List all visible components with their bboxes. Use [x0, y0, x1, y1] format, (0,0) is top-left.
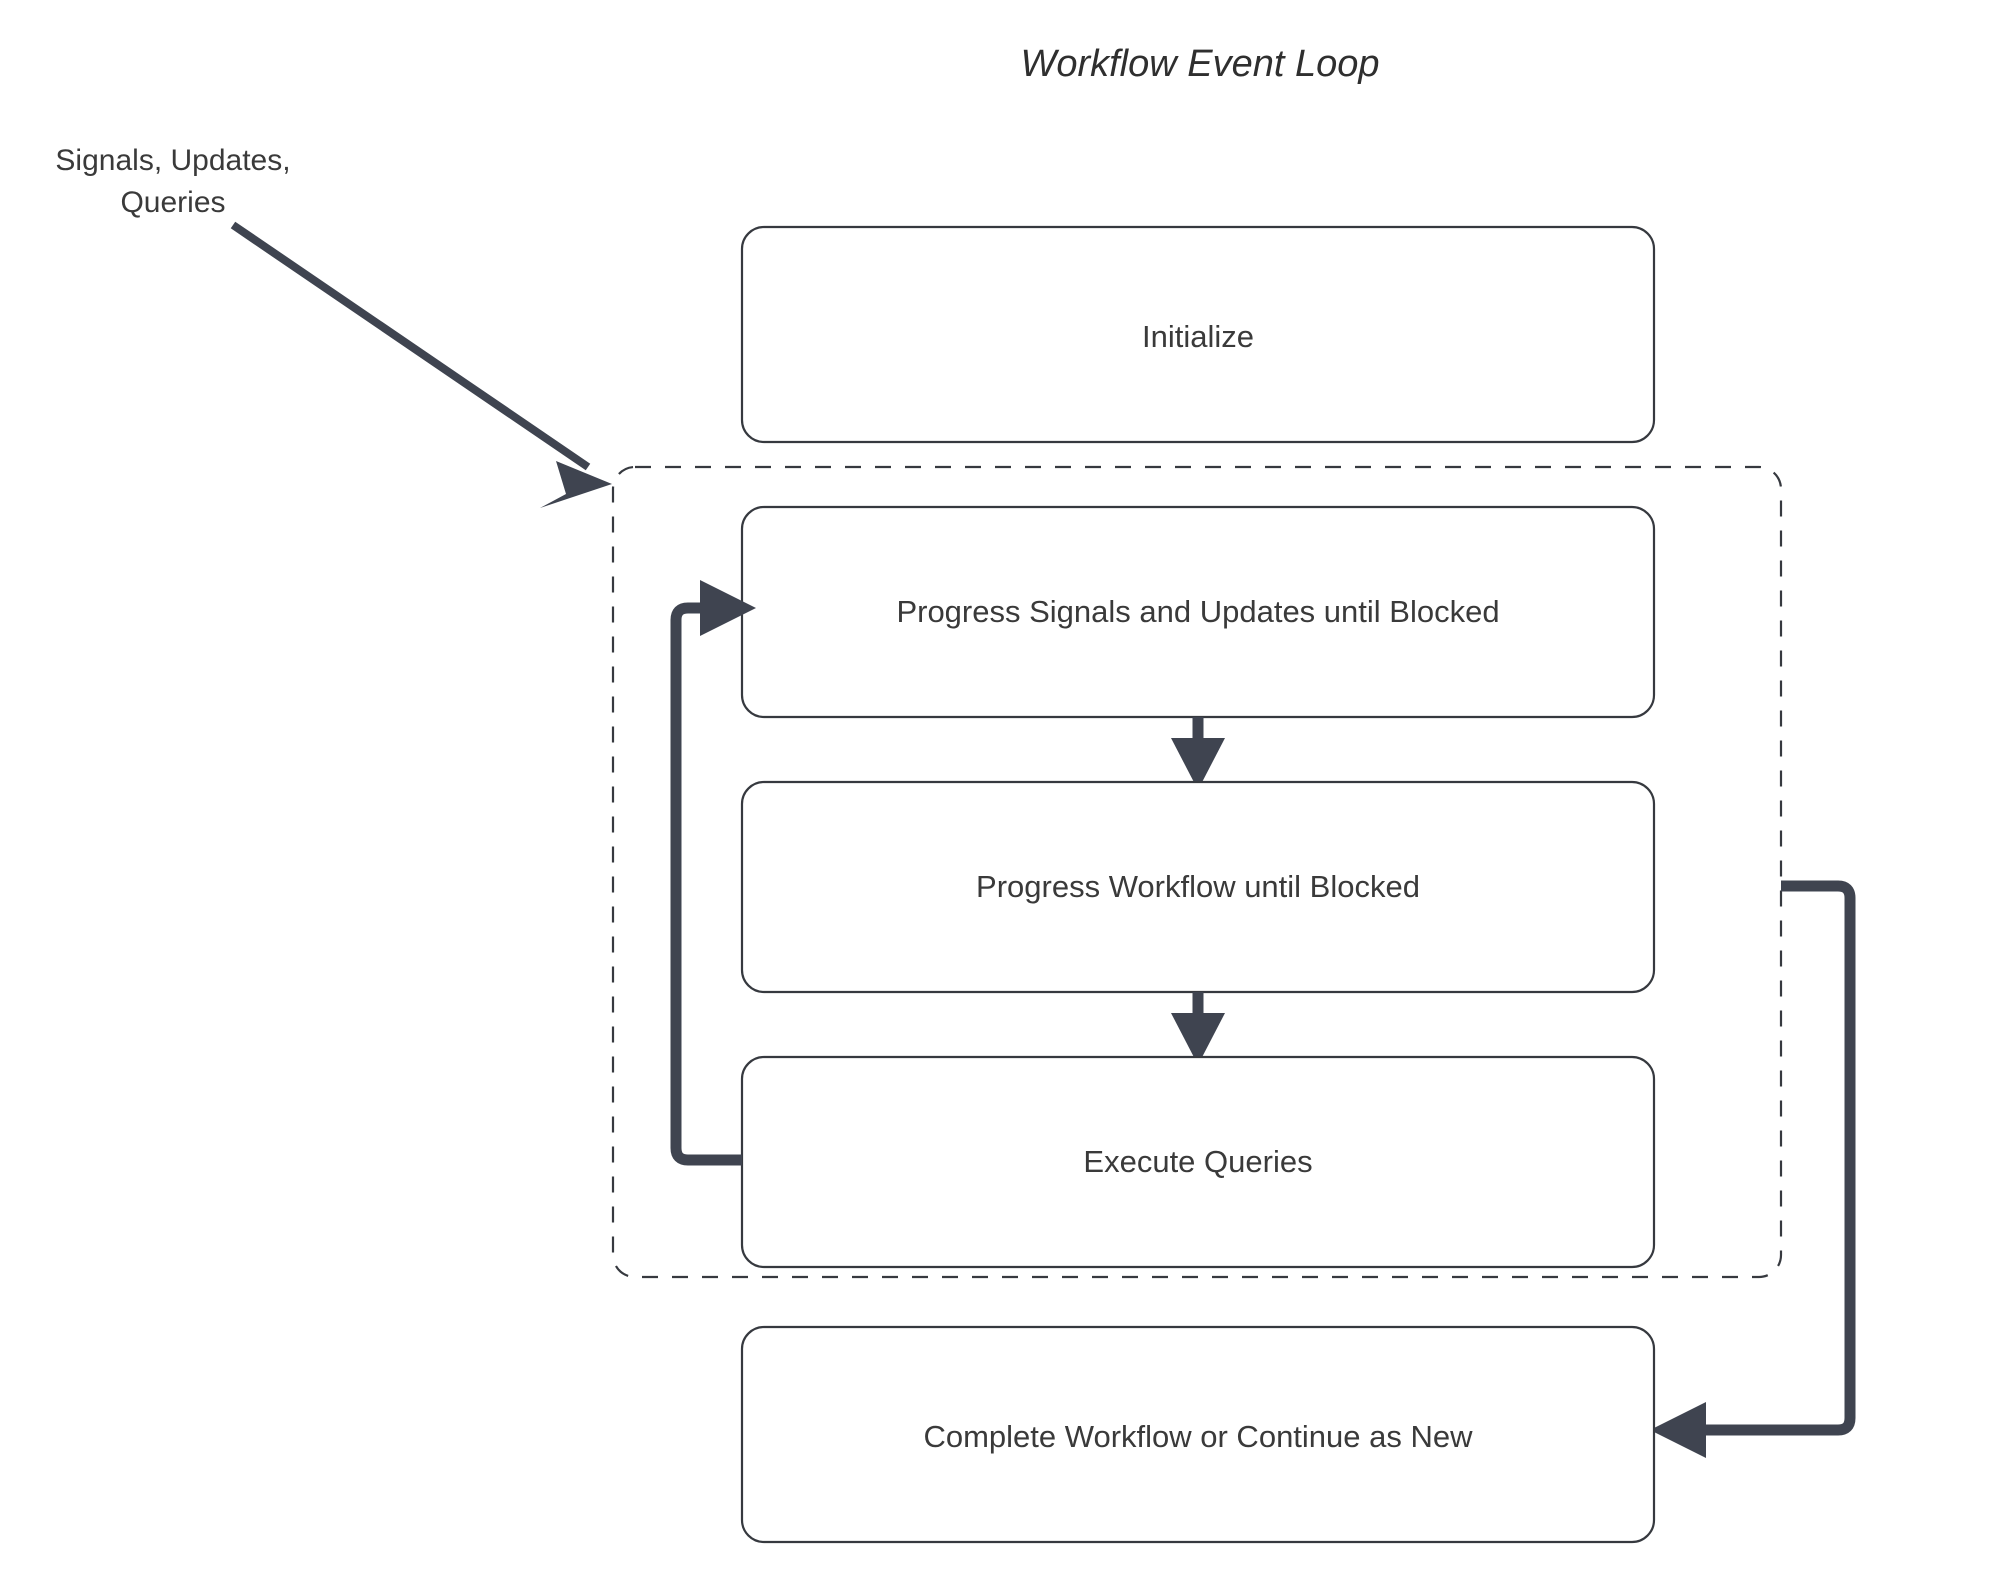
- node-execute-queries-label: Execute Queries: [1083, 1144, 1312, 1179]
- node-initialize: Initialize: [740, 225, 1656, 444]
- inbound-arrow-head: [540, 461, 612, 508]
- arrow-loop-exit-head: [1650, 1402, 1706, 1458]
- node-progress-signals: Progress Signals and Updates until Block…: [740, 505, 1656, 719]
- node-progress-workflow: Progress Workflow until Blocked: [740, 780, 1656, 994]
- arrow-loopback-to-progress-signals: [670, 580, 756, 1166]
- inbound-edge-label-line1: Signals, Updates,: [55, 144, 290, 177]
- diagram-title: Workflow Event Loop: [1020, 43, 1379, 85]
- node-initialize-label: Initialize: [1142, 319, 1254, 354]
- node-complete-workflow-box: [740, 1325, 1656, 1544]
- node-complete-workflow-label: Complete Workflow or Continue as New: [923, 1419, 1473, 1454]
- arrow-workflow-to-queries-head: [1171, 1013, 1225, 1065]
- node-complete-workflow: Complete Workflow or Continue as New: [740, 1325, 1656, 1544]
- node-progress-workflow-label: Progress Workflow until Blocked: [976, 869, 1420, 904]
- arrow-loop-exit-to-complete: [1650, 880, 1856, 1458]
- node-execute-queries: Execute Queries: [740, 1055, 1656, 1269]
- node-initialize-box: [740, 225, 1656, 444]
- inbound-edge-label-line2: Queries: [120, 186, 225, 219]
- arrow-signals-to-workflow-head: [1171, 738, 1225, 790]
- inbound-arrow: [230, 221, 612, 508]
- node-progress-signals-label: Progress Signals and Updates until Block…: [896, 594, 1499, 629]
- arrow-workflow-to-queries: [1171, 992, 1225, 1065]
- event-loop-group-boundary: [611, 465, 1783, 1279]
- arrow-loopback-head: [700, 580, 756, 636]
- arrow-signals-to-workflow: [1171, 717, 1225, 790]
